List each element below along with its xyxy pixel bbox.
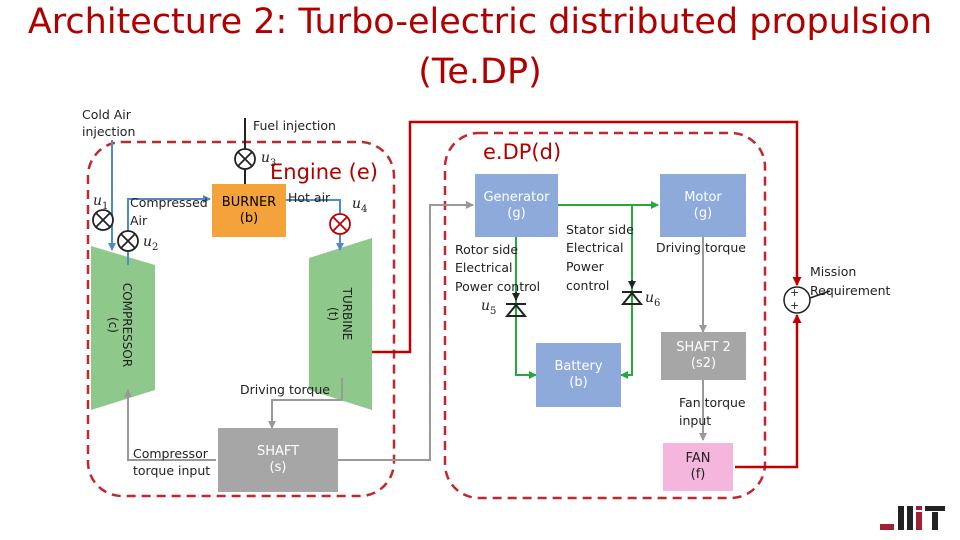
shaft-box: SHAFT (s) xyxy=(218,428,338,492)
u2-symbol: u2 xyxy=(143,234,159,253)
compressor-label: COMPRESSOR(c) xyxy=(106,282,134,368)
engine-driving-torque-label: Driving torque xyxy=(240,382,330,397)
rotor-power-line xyxy=(515,237,537,379)
stator-label-3: Power xyxy=(566,259,604,274)
valve-u4 xyxy=(329,213,351,235)
fan-to-mission-line xyxy=(735,314,802,469)
sum-sign-bottom: + xyxy=(790,299,800,312)
compressed-air-label-2: Air xyxy=(130,213,148,228)
fuel-injection-label: Fuel injection xyxy=(253,118,336,133)
stator-diode xyxy=(620,291,644,305)
stator-power-line xyxy=(620,205,633,379)
mission-label-2: Requirement xyxy=(810,283,891,298)
mission-label-1: Mission xyxy=(810,264,857,279)
engine-label: Engine (e) xyxy=(270,160,378,184)
rotor-diode xyxy=(504,303,528,317)
mit-logo xyxy=(880,506,945,530)
edp-dashed-border xyxy=(443,131,767,500)
turbine-label: TURBINE(t) xyxy=(326,287,354,341)
shaft2-box: SHAFT 2 (s2) xyxy=(661,332,746,380)
stator-label-4: control xyxy=(566,278,610,293)
fan-box: FAN (f) xyxy=(663,443,733,491)
valve-u3 xyxy=(234,148,256,170)
summing-junction xyxy=(783,286,811,314)
burner-box: BURNER (b) xyxy=(212,184,286,237)
edp-label: e.DP(d) xyxy=(483,140,562,164)
slide-title-line-2: (Te.DP) xyxy=(418,52,542,92)
rotor-label-1: Rotor side xyxy=(455,242,519,257)
u1-symbol: u1 xyxy=(93,193,109,212)
u4-symbol: u4 xyxy=(352,196,368,215)
valve-u1 xyxy=(92,209,114,231)
cold-air-label-2: injection xyxy=(82,124,136,139)
compressed-air-label-1: Compressed xyxy=(130,195,208,210)
u5-symbol: u5 xyxy=(481,298,497,317)
motor-box: Motor (g) xyxy=(660,174,746,237)
fan-torque-label-2: input xyxy=(679,413,712,428)
cold-air-label-1: Cold Air xyxy=(82,107,131,122)
compressor-torque-line xyxy=(124,389,216,461)
rotor-label-2: Electrical xyxy=(455,260,513,275)
red-feedback-line xyxy=(372,120,802,354)
u3-symbol: u3 xyxy=(261,150,277,169)
fan-torque-label-1: Fan torque xyxy=(679,395,746,410)
valve-u2 xyxy=(117,230,139,252)
rotor-label-3: Power control xyxy=(455,279,541,294)
compressor-torque-label-2: torque input xyxy=(133,463,211,478)
driving-torque-line xyxy=(268,378,343,429)
compressor-torque-label-1: Compressor xyxy=(133,446,208,461)
u6-symbol: u6 xyxy=(645,290,661,309)
compressor-shape xyxy=(91,246,155,410)
shaft-to-generator-line xyxy=(338,201,474,461)
generator-box: Generator (g) xyxy=(475,174,558,237)
battery-box: Battery (b) xyxy=(536,343,621,407)
turbine-shape xyxy=(309,238,372,410)
slide-title-line-1: Architecture 2: Turbo-electric distribut… xyxy=(27,2,933,42)
hot-air-label: Hot air xyxy=(288,190,331,205)
sum-sign-top: + xyxy=(790,286,800,299)
edp-driving-torque-label: Driving torque xyxy=(656,240,746,255)
stator-label-2: Electrical xyxy=(566,240,624,255)
stator-label-1: Stator side xyxy=(566,222,634,237)
